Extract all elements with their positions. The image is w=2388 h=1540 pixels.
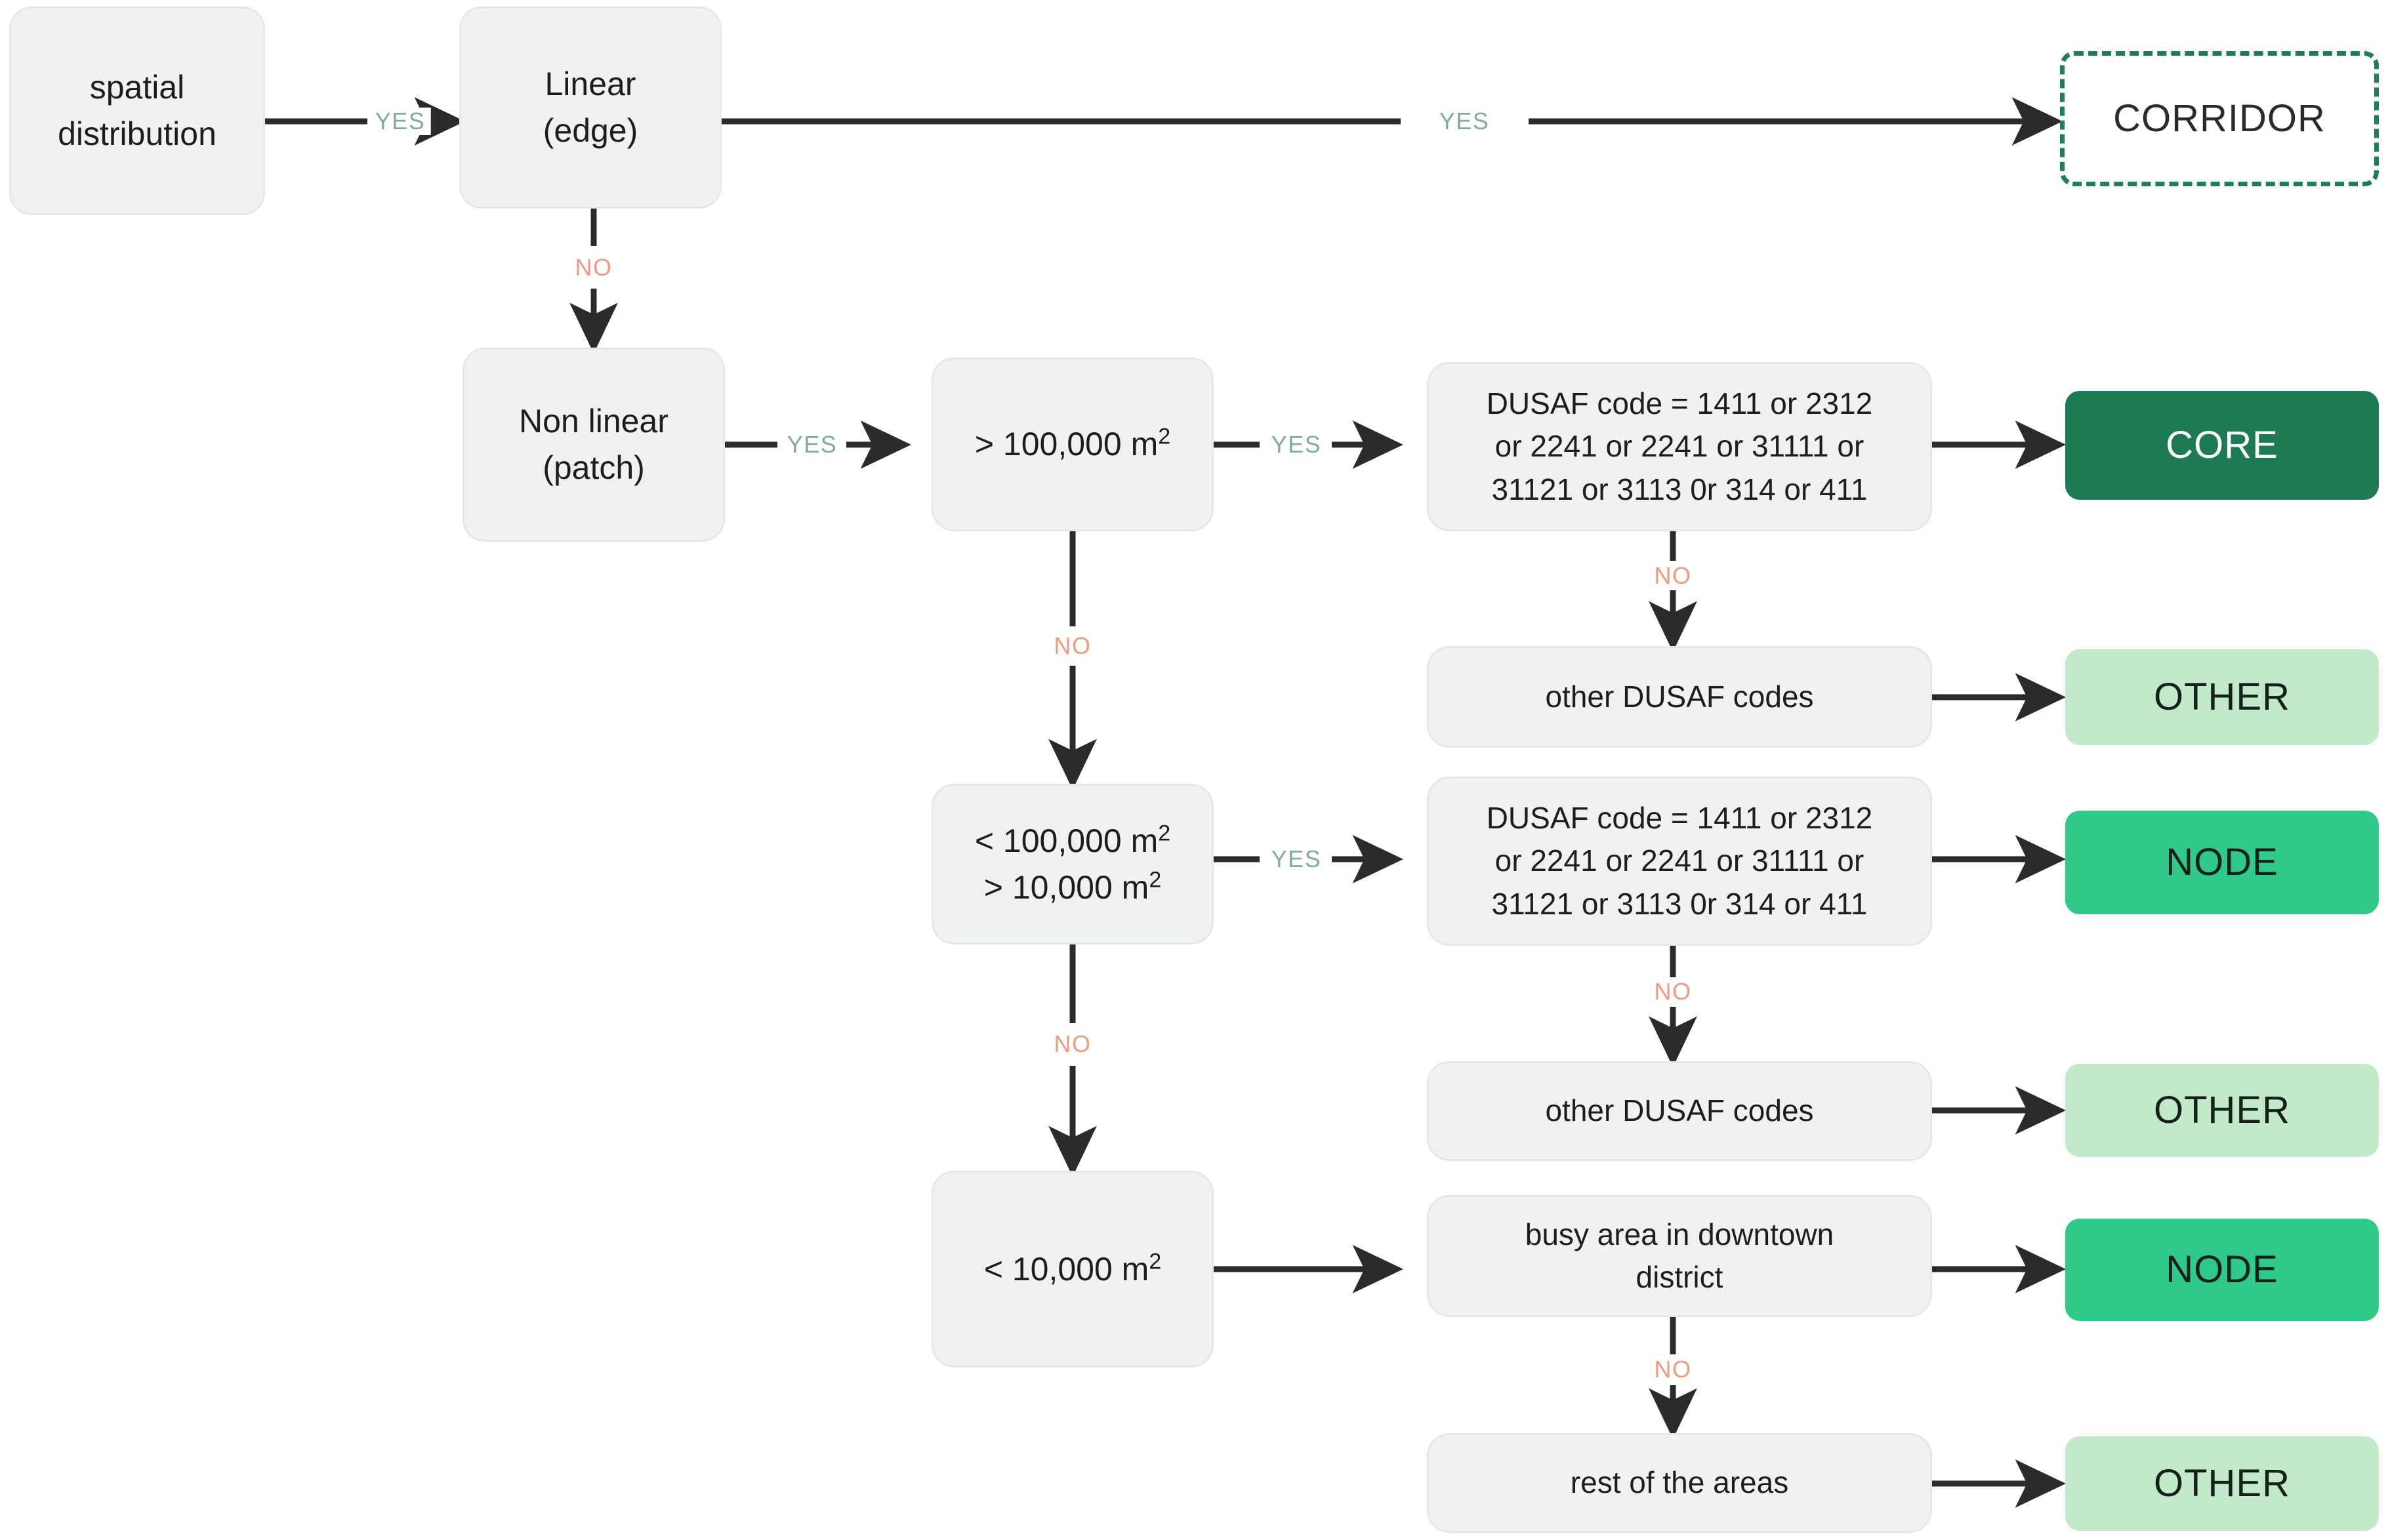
line-2: > 10,000 m2	[975, 864, 1170, 911]
edge-label-no-busy-to-rest: NO	[1649, 1356, 1697, 1383]
superscript-2: 2	[1158, 820, 1171, 845]
edge-label-yes-lt100k-to-dusaf: YES	[1266, 845, 1327, 873]
edge-label-yes-linear-to-corridor: YES	[1433, 108, 1495, 135]
line-1: DUSAF code = 1411 or 2312	[1486, 801, 1873, 836]
terminal-other-2[interactable]: OTHER	[2065, 1064, 2379, 1157]
node-linear-edge-text: Linear (edge)	[531, 61, 650, 154]
node-rest-of-the-areas[interactable]: rest of the areas	[1427, 1433, 1932, 1533]
node-gt-100000-text: > 100,000 m2	[975, 421, 1170, 468]
terminal-core[interactable]: CORE	[2065, 391, 2379, 500]
node-non-linear-patch-text: Non linear (patch)	[507, 398, 680, 491]
node-other-dusaf-codes-2-text: other DUSAF codes	[1545, 1093, 1814, 1128]
line-1: busy area in downtown	[1525, 1217, 1834, 1251]
node-spatial-distribution-text: spatial distribution	[46, 64, 228, 157]
superscript-2: 2	[1158, 424, 1171, 449]
node-lt-100000-gt-10000[interactable]: < 100,000 m2 > 10,000 m2	[932, 784, 1214, 944]
edge-label-no-linear-to-patch: NO	[569, 254, 618, 281]
line-2: district	[1636, 1260, 1723, 1294]
line-1: DUSAF code = 1411 or 2312	[1486, 386, 1873, 421]
node-busy-downtown-district[interactable]: busy area in downtown district	[1427, 1195, 1932, 1317]
terminal-corridor[interactable]: CORRIDOR	[2060, 51, 2379, 186]
terminal-node-2-label: NODE	[2166, 1247, 2278, 1291]
terminal-other-1-label: OTHER	[2154, 675, 2290, 718]
node-lt-10000[interactable]: < 10,000 m2	[932, 1171, 1214, 1368]
line-1: spatial	[89, 69, 185, 106]
node-other-dusaf-codes-2[interactable]: other DUSAF codes	[1427, 1061, 1932, 1161]
node-other-dusaf-codes-1[interactable]: other DUSAF codes	[1427, 646, 1932, 748]
terminal-core-label: CORE	[2166, 423, 2278, 466]
edge-label-yes-gt100k-to-dusaf: YES	[1266, 431, 1327, 458]
edge-label-yes-patch-to-gt100k: YES	[781, 431, 843, 458]
terminal-node-2[interactable]: NODE	[2065, 1219, 2379, 1321]
edge-label-no-lt100k-to-lt10k: NO	[1048, 1030, 1097, 1058]
label-part: < 10,000 m	[983, 1250, 1149, 1287]
line-3: 31121 or 3113 0r 314 or 411	[1491, 886, 1868, 921]
node-dusaf-codes-core[interactable]: DUSAF code = 1411 or 2312 or 2241 or 224…	[1427, 362, 1932, 531]
node-non-linear-patch[interactable]: Non linear (patch)	[463, 348, 725, 542]
node-lt-10000-text: < 10,000 m2	[984, 1246, 1161, 1293]
line-2: or 2241 or 2241 or 31111 or	[1494, 843, 1864, 878]
terminal-other-2-label: OTHER	[2154, 1088, 2290, 1131]
node-dusaf-codes-core-text: DUSAF code = 1411 or 2312 or 2241 or 224…	[1475, 382, 1885, 511]
edge-label-no-gt100k-to-lt100k: NO	[1048, 632, 1097, 660]
label-part: > 100,000 m	[974, 426, 1159, 462]
label-part: < 100,000 m	[974, 822, 1159, 859]
edge-label-no-dusaf-core-to-other: NO	[1649, 562, 1697, 590]
terminal-node-1[interactable]: NODE	[2065, 811, 2379, 914]
terminal-other-1[interactable]: OTHER	[2065, 649, 2379, 745]
node-rest-of-the-areas-text: rest of the areas	[1570, 1465, 1789, 1500]
node-gt-100000[interactable]: > 100,000 m2	[932, 357, 1214, 531]
terminal-other-3[interactable]: OTHER	[2065, 1436, 2379, 1531]
terminal-other-3-label: OTHER	[2154, 1461, 2290, 1505]
node-dusaf-codes-node-text: DUSAF code = 1411 or 2312 or 2241 or 224…	[1475, 797, 1885, 925]
node-lt-100000-gt-10000-text: < 100,000 m2 > 10,000 m2	[963, 818, 1182, 911]
line-2: (edge)	[543, 112, 638, 149]
line-1: Non linear	[519, 403, 669, 439]
line-1: Linear	[545, 66, 636, 102]
line-1: < 100,000 m2	[975, 818, 1170, 864]
node-spatial-distribution[interactable]: spatial distribution	[9, 7, 265, 215]
line-2: distribution	[58, 115, 216, 152]
edge-label-yes-spatial-to-linear: YES	[369, 108, 431, 135]
terminal-corridor-label: CORRIDOR	[2113, 96, 2326, 140]
line-3: 31121 or 3113 0r 314 or 411	[1491, 472, 1868, 506]
superscript-2: 2	[1149, 1248, 1162, 1274]
node-other-dusaf-codes-1-text: other DUSAF codes	[1545, 679, 1814, 714]
edge-label-no-dusaf-node-to-other: NO	[1649, 978, 1697, 1005]
label-part: > 10,000 m	[983, 868, 1149, 906]
terminal-node-1-label: NODE	[2166, 840, 2278, 883]
node-dusaf-codes-node[interactable]: DUSAF code = 1411 or 2312 or 2241 or 224…	[1427, 777, 1932, 946]
node-linear-edge[interactable]: Linear (edge)	[459, 7, 722, 209]
node-busy-downtown-district-text: busy area in downtown district	[1513, 1213, 1846, 1299]
line-2: or 2241 or 2241 or 31111 or	[1494, 429, 1864, 464]
line-2: (patch)	[543, 449, 645, 486]
superscript-2: 2	[1149, 866, 1162, 892]
